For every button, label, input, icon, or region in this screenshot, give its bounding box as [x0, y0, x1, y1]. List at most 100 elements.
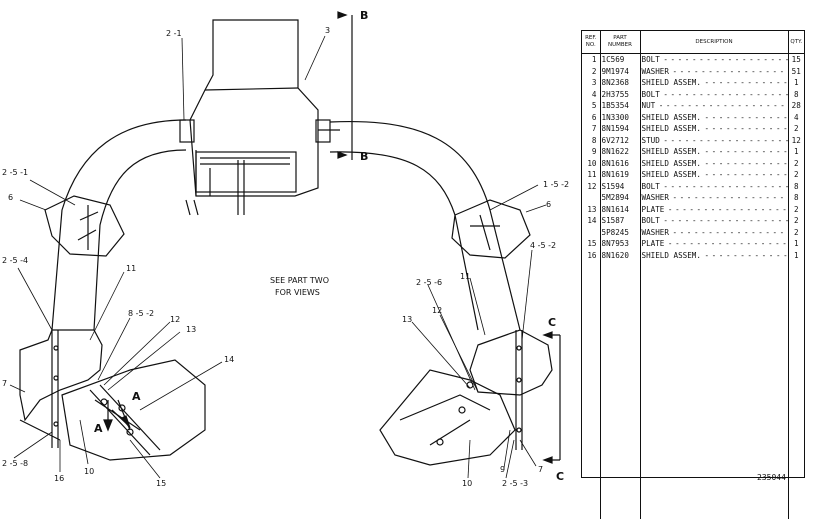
callout-9: 9 — [500, 465, 505, 474]
parts-cell-part: 8N1622 — [600, 146, 640, 158]
parts-cell-qty: 2 — [788, 123, 804, 135]
callout-4-5-2: 4 -5 -2 — [530, 241, 556, 250]
parts-cell-qty: 2 — [788, 158, 804, 170]
parts-cell-part: 5P8245 — [600, 227, 640, 239]
parts-cell-ref: 14 — [582, 215, 600, 227]
parts-cell-part: 8N1620 — [600, 250, 640, 262]
parts-cell-desc: SHIELD ASSEM. — [640, 158, 788, 170]
parts-cell-qty: 8 — [788, 89, 804, 101]
parts-cell-part: 8N2368 — [600, 77, 640, 89]
parts-cell-qty: 1 — [788, 238, 804, 250]
for-views-note: FOR VIEWS — [275, 288, 320, 297]
parts-cell-ref: 10 — [582, 158, 600, 170]
header-qty: QTY. — [788, 31, 804, 54]
callout-3: 3 — [325, 26, 330, 35]
parts-row: 14S1587BOLT2 — [582, 215, 804, 227]
parts-cell-ref: 13 — [582, 204, 600, 216]
see-part-two-note: SEE PART TWO — [270, 276, 329, 285]
parts-cell-desc: PLATE — [640, 204, 788, 216]
parts-row: 11C569BOLT15 — [582, 54, 804, 66]
header-part-number: PART NUMBER — [600, 31, 640, 54]
parts-cell-desc: SHIELD ASSEM. — [640, 112, 788, 124]
parts-cell-ref: 12 — [582, 181, 600, 193]
parts-cell-qty: 4 — [788, 112, 804, 124]
parts-cell-part: 1B5354 — [600, 100, 640, 112]
parts-body: 11C569BOLT1529M1974WASHER5138N2368SHIELD… — [582, 54, 804, 519]
callout-11-left: 11 — [126, 264, 136, 273]
parts-cell-ref: 6 — [582, 112, 600, 124]
parts-cell-ref: 15 — [582, 238, 600, 250]
callout-16: 16 — [54, 474, 64, 483]
callout-2-5-3: 2 -5 -3 — [502, 479, 528, 487]
parts-cell-qty: 51 — [788, 66, 804, 78]
parts-cell-part: 2H3755 — [600, 89, 640, 101]
callout-12-left: 12 — [170, 315, 180, 324]
section-mark-a-left: A — [94, 422, 103, 435]
section-mark-a-right: A — [132, 390, 141, 403]
parts-cell-ref: 7 — [582, 123, 600, 135]
parts-cell-qty: 2 — [788, 169, 804, 181]
parts-cell-desc: BOLT — [640, 181, 788, 193]
parts-cell-desc: PLATE — [640, 238, 788, 250]
section-mark-c-bottom: C — [556, 470, 564, 483]
parts-cell-ref — [582, 227, 600, 239]
parts-cell-ref — [582, 192, 600, 204]
parts-cell-desc: SHIELD ASSEM. — [640, 146, 788, 158]
header-description: DESCRIPTION — [640, 31, 788, 54]
top-shield-assembly — [180, 20, 340, 215]
callout-12-right: 12 — [432, 306, 442, 315]
callout-7-right: 7 — [538, 465, 543, 474]
header-ref-no: REF. NO. — [582, 31, 600, 54]
parts-cell-part: 8N1616 — [600, 158, 640, 170]
leader-lines — [10, 36, 546, 478]
parts-cell-qty: 1 — [788, 146, 804, 158]
parts-row: 51B5354NUT28 — [582, 100, 804, 112]
parts-cell-desc: BOLT — [640, 54, 788, 66]
callout-7-left: 7 — [2, 379, 7, 388]
parts-cell-desc: BOLT — [640, 89, 788, 101]
callout-13-left: 13 — [186, 325, 196, 334]
section-mark-c-top: C — [548, 316, 556, 329]
parts-cell-part: 8N1594 — [600, 123, 640, 135]
right-pipe — [330, 122, 552, 465]
parts-cell-part: 9M1974 — [600, 66, 640, 78]
parts-row: 5M2894WASHER8 — [582, 192, 804, 204]
parts-row: 158N7953PLATE1 — [582, 238, 804, 250]
section-mark-b-bottom: B — [360, 150, 368, 163]
parts-cell-part: 8N7953 — [600, 238, 640, 250]
document-number: 235044 — [757, 473, 786, 482]
parts-row: 5P8245WASHER2 — [582, 227, 804, 239]
callout-6-right: 6 — [546, 200, 551, 209]
parts-cell-part: 8N1614 — [600, 204, 640, 216]
callout-6-left: 6 — [8, 193, 13, 202]
parts-cell-qty: 2 — [788, 215, 804, 227]
parts-cell-qty: 1 — [788, 77, 804, 89]
parts-cell-part: S1594 — [600, 181, 640, 193]
parts-cell-ref: 3 — [582, 77, 600, 89]
parts-cell-part: 8N1619 — [600, 169, 640, 181]
section-arrows-a — [104, 400, 130, 430]
parts-header-row: REF. NO. PART NUMBER DESCRIPTION QTY. — [582, 31, 804, 54]
section-line-b — [338, 12, 352, 160]
parts-row: 29M1974WASHER51 — [582, 66, 804, 78]
parts-cell-ref: 11 — [582, 169, 600, 181]
parts-cell-ref: 4 — [582, 89, 600, 101]
parts-cell-ref: 2 — [582, 66, 600, 78]
callout-14: 14 — [224, 355, 234, 364]
parts-cell-part: 5M2894 — [600, 192, 640, 204]
parts-cell-qty: 12 — [788, 135, 804, 147]
parts-cell-ref: 9 — [582, 146, 600, 158]
parts-row: 42H3755BOLT8 — [582, 89, 804, 101]
parts-cell-qty: 15 — [788, 54, 804, 66]
callout-2-5-6: 2 -5 -6 — [416, 278, 442, 287]
callout-8-5-2: 8 -5 -2 — [128, 309, 154, 318]
parts-cell-part: 1C569 — [600, 54, 640, 66]
callout-2-5-1: 2 -5 -1 — [2, 168, 28, 177]
left-pipe — [20, 120, 205, 460]
parts-cell-ref: 16 — [582, 250, 600, 262]
callout-10-right: 10 — [462, 479, 472, 487]
